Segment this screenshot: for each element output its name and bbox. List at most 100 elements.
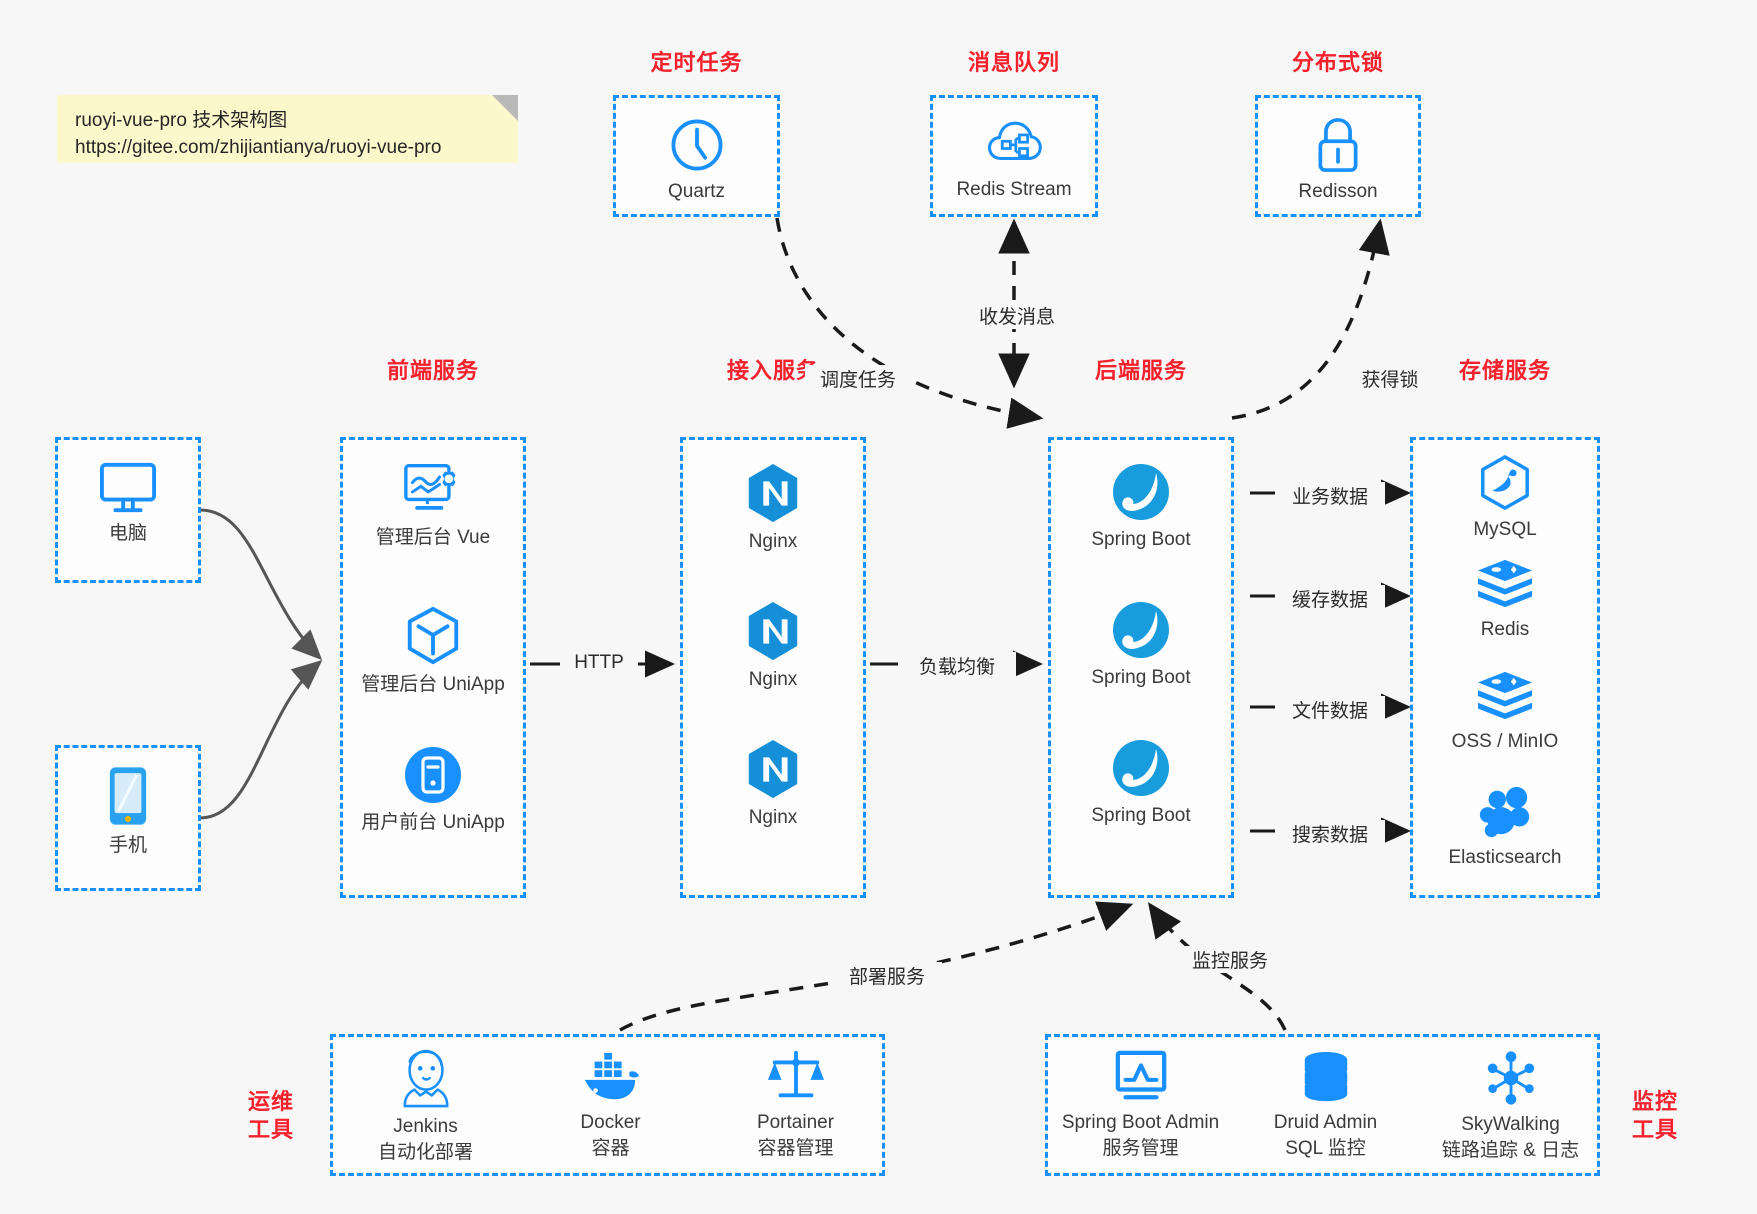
- group-title-lock: 分布式锁: [1291, 50, 1384, 75]
- edge-mobile-to-frontend: [199, 660, 323, 820]
- oss-icon: [1478, 671, 1532, 720]
- skywalking-icon: [1487, 1051, 1534, 1105]
- node-label: Elasticsearch: [1448, 847, 1562, 868]
- node-spring-boot-admin[interactable]: Spring Boot Admin 服务管理: [1048, 1049, 1233, 1161]
- group-title-monitor: 监控 工具: [1620, 1088, 1690, 1144]
- group-title-mq: 消息队列: [967, 50, 1060, 75]
- node-label: MySQL: [1473, 519, 1537, 540]
- node-spring-boot-2[interactable]: Spring Boot: [1051, 600, 1231, 691]
- note-title-line: ruoyi-vue-pro 技术架构图: [75, 110, 288, 131]
- node-skywalking[interactable]: SkyWalking 链路追踪 & 日志: [1418, 1049, 1603, 1163]
- group-box-desktop[interactable]: 电脑: [55, 437, 201, 583]
- node-redis[interactable]: Redis: [1413, 558, 1597, 643]
- node-portainer[interactable]: Portainer 容器管理: [703, 1047, 888, 1161]
- group-title-timer: 定时任务: [650, 50, 743, 75]
- clock-icon: [671, 119, 722, 171]
- nginx-icon: [748, 601, 798, 661]
- edge-label-monitor-service: 监控服务: [1175, 946, 1285, 973]
- group-box-gateway[interactable]: Nginx Nginx Nginx: [680, 437, 866, 898]
- group-title-storage: 存储服务: [1458, 358, 1551, 383]
- dashboard-gear-icon: [404, 464, 456, 510]
- node-docker[interactable]: Docker 容器: [518, 1049, 703, 1161]
- node-sublabel: 容器: [591, 1137, 630, 1159]
- group-box-mobile[interactable]: 手机: [55, 745, 201, 891]
- database-icon: [1304, 1051, 1347, 1102]
- node-admin-vue[interactable]: 管理后台 Vue: [343, 462, 523, 551]
- group-title-backend: 后端服务: [1094, 358, 1187, 383]
- node-user-uniapp[interactable]: 用户前台 UniApp: [343, 745, 523, 836]
- node-label: Redis Stream: [956, 179, 1072, 200]
- spring-boot-icon: [1113, 464, 1169, 520]
- node-label: 管理后台 Vue: [375, 527, 491, 548]
- node-admin-uniapp[interactable]: 管理后台 UniApp: [343, 605, 523, 698]
- node-label: OSS / MinIO: [1451, 731, 1559, 752]
- node-sublabel: SQL 监控: [1285, 1137, 1366, 1159]
- node-sublabel: 服务管理: [1102, 1137, 1179, 1159]
- node-desktop[interactable]: 电脑: [58, 460, 198, 547]
- node-label: Druid Admin: [1273, 1112, 1378, 1133]
- node-quartz[interactable]: Quartz: [616, 116, 777, 205]
- group-title-frontend: 前端服务: [386, 358, 479, 383]
- nginx-icon: [748, 463, 798, 523]
- node-nginx-1[interactable]: Nginx: [683, 462, 863, 555]
- node-label: Nginx: [748, 807, 798, 828]
- group-box-backend[interactable]: Spring Boot Spring Boot Spring Boot: [1048, 437, 1234, 898]
- note-url-line: https://gitee.com/zhijiantianya/ruoyi-vu…: [75, 136, 442, 158]
- cloud-stream-icon: [987, 121, 1042, 161]
- group-title-monitor-line1: 监控: [1631, 1089, 1678, 1114]
- node-label: Nginx: [748, 531, 798, 552]
- node-druid-admin[interactable]: Druid Admin SQL 监控: [1233, 1051, 1418, 1161]
- node-label: 手机: [108, 835, 147, 856]
- monitor-chart-icon: [1115, 1050, 1166, 1100]
- edge-label-http: HTTP: [560, 652, 638, 674]
- node-spring-boot-1[interactable]: Spring Boot: [1051, 462, 1231, 553]
- node-redisson[interactable]: Redisson: [1258, 116, 1418, 205]
- node-sublabel: 链路追踪 & 日志: [1441, 1139, 1580, 1161]
- node-label: 用户前台 UniApp: [361, 812, 505, 833]
- edge-label-cache-data: 缓存数据: [1275, 585, 1385, 612]
- docker-icon: [584, 1052, 639, 1100]
- edge-label-load-balance: 负载均衡: [898, 652, 1016, 679]
- node-label: 管理后台 UniApp: [361, 674, 505, 695]
- node-jenkins[interactable]: Jenkins 自动化部署: [333, 1049, 518, 1165]
- node-label: Spring Boot Admin: [1061, 1112, 1220, 1133]
- node-redis-stream[interactable]: Redis Stream: [933, 116, 1095, 203]
- info-note-card: ruoyi-vue-pro 技术架构图 https://gitee.com/zh…: [57, 95, 518, 163]
- spring-boot-icon: [1113, 740, 1169, 796]
- cube-icon: [407, 606, 459, 665]
- nginx-icon: [748, 739, 798, 799]
- node-label: SkyWalking: [1461, 1114, 1560, 1135]
- node-label: 电脑: [108, 523, 147, 544]
- node-mysql[interactable]: MySQL: [1413, 454, 1597, 543]
- group-box-frontend[interactable]: 管理后台 Vue 管理后台 UniApp 用户前台 UniApp: [340, 437, 526, 898]
- node-label: Redisson: [1298, 181, 1378, 202]
- elasticsearch-icon: [1479, 786, 1530, 838]
- group-box-lock[interactable]: Redisson: [1255, 95, 1421, 217]
- node-label: Spring Boot: [1091, 529, 1191, 550]
- mobile-icon: [109, 767, 147, 825]
- node-mobile[interactable]: 手机: [58, 764, 198, 859]
- note-fold-corner: [492, 95, 518, 121]
- desktop-icon: [100, 462, 156, 513]
- group-box-devops[interactable]: Jenkins 自动化部署 Docker 容器: [330, 1034, 885, 1176]
- node-spring-boot-3[interactable]: Spring Boot: [1051, 738, 1231, 829]
- mobile-circle-icon: [405, 747, 461, 803]
- node-nginx-3[interactable]: Nginx: [683, 738, 863, 831]
- node-nginx-2[interactable]: Nginx: [683, 600, 863, 693]
- redis-icon: [1478, 559, 1532, 608]
- group-box-mq[interactable]: Redis Stream: [930, 95, 1098, 217]
- edge-label-file-data: 文件数据: [1275, 696, 1385, 723]
- node-oss-minio[interactable]: OSS / MinIO: [1413, 670, 1597, 755]
- edge-label-deploy-service: 部署服务: [832, 962, 942, 989]
- group-box-monitor[interactable]: Spring Boot Admin 服务管理 Druid Admin SQL 监…: [1045, 1034, 1600, 1176]
- group-title-gateway: 接入服务: [726, 358, 819, 383]
- node-label: Jenkins: [393, 1116, 458, 1137]
- node-elasticsearch[interactable]: Elasticsearch: [1413, 784, 1597, 871]
- group-title-monitor-line2: 工具: [1631, 1117, 1678, 1143]
- node-label: Spring Boot: [1091, 667, 1191, 688]
- node-label: Portainer: [756, 1112, 835, 1133]
- group-box-storage[interactable]: MySQL Redis OSS / MinIO: [1410, 437, 1600, 898]
- group-box-timer[interactable]: Quartz: [613, 95, 780, 217]
- group-title-devops-line2: 工具: [247, 1117, 294, 1143]
- node-sublabel: 自动化部署: [377, 1141, 473, 1163]
